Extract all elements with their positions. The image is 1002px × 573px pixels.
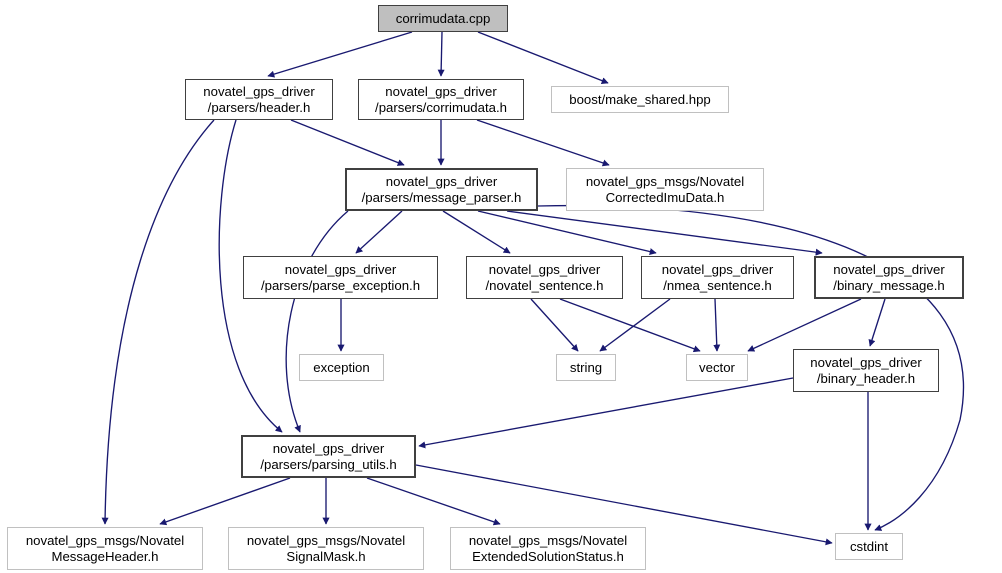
node-vector[interactable]: vector xyxy=(686,354,748,381)
node-label-line2: SignalMask.h xyxy=(286,548,366,564)
node-label-line1: novatel_gps_msgs/Novatel xyxy=(468,533,628,549)
node-label-line1: novatel_gps_driver xyxy=(488,262,601,278)
edge-corrimudata_cpp-to-make_shared_hpp xyxy=(477,31,609,84)
node-label-line1: novatel_gps_driver xyxy=(661,262,774,278)
node-nmea_sentence_h[interactable]: novatel_gps_driver/nmea_sentence.h xyxy=(641,256,794,299)
node-string[interactable]: string xyxy=(556,354,616,381)
node-label-line1: novatel_gps_driver xyxy=(284,262,397,278)
node-label-line2: /nmea_sentence.h xyxy=(663,277,772,293)
edge-corrimudata_h-to-corrected_imu_data_h xyxy=(476,119,610,167)
node-label-line2: /binary_header.h xyxy=(816,370,916,386)
edge-message_parser_h-to-novatel_sentence_h xyxy=(442,210,511,254)
node-label-line2: MessageHeader.h xyxy=(51,548,159,564)
node-label-line2: /parsers/header.h xyxy=(207,99,311,115)
node-label-line1: cstdint xyxy=(849,538,889,554)
node-label-line1: novatel_gps_driver xyxy=(385,174,498,190)
edge-corrimudata_cpp-to-header_h xyxy=(267,31,413,78)
edge-binary_message_h-to-vector xyxy=(747,298,862,352)
node-label-line1: novatel_gps_driver xyxy=(385,84,497,100)
edge-message_parser_h-to-parse_exception_h xyxy=(355,210,403,254)
node-label-line2: /parsers/parse_exception.h xyxy=(260,277,421,293)
node-label-line1: novatel_gps_driver xyxy=(833,262,945,278)
edge-message_parser_h-to-nmea_sentence_h xyxy=(477,210,657,255)
node-novatel_sentence_h[interactable]: novatel_gps_driver/novatel_sentence.h xyxy=(466,256,623,299)
node-label-line1: corrimudata.cpp xyxy=(395,10,491,26)
edge-binary_header_h-to-parsing_utils_h xyxy=(418,377,794,449)
node-label-line2: CorrectedImuData.h xyxy=(605,189,725,205)
edge-message_parser_h-to-parsing_utils_h xyxy=(285,210,349,433)
node-exception[interactable]: exception xyxy=(299,354,384,381)
node-cstdint[interactable]: cstdint xyxy=(835,533,903,560)
node-parse_exception_h[interactable]: novatel_gps_driver/parsers/parse_excepti… xyxy=(243,256,438,299)
node-label-line2: ExtendedSolutionStatus.h xyxy=(472,548,624,564)
node-binary_header_h[interactable]: novatel_gps_driver/binary_header.h xyxy=(793,349,939,392)
edge-nmea_sentence_h-to-vector xyxy=(713,298,721,352)
node-label-line2: /parsers/parsing_utils.h xyxy=(260,456,397,472)
edge-parsing_utils_h-to-message_header_h xyxy=(159,477,291,526)
edge-message_parser_h-to-binary_message_h xyxy=(506,210,823,256)
node-message_parser_h[interactable]: novatel_gps_driver/parsers/message_parse… xyxy=(345,168,538,211)
node-label-line1: novatel_gps_driver xyxy=(272,441,385,457)
node-make_shared_hpp[interactable]: boost/make_shared.hpp xyxy=(551,86,729,113)
edge-header_h-to-message_parser_h xyxy=(290,119,405,166)
node-label-line1: novatel_gps_msgs/Novatel xyxy=(585,174,745,190)
node-label-line1: novatel_gps_msgs/Novatel xyxy=(246,533,406,549)
node-label-line1: novatel_gps_driver xyxy=(203,84,315,100)
node-corrimudata_h[interactable]: novatel_gps_driver/parsers/corrimudata.h xyxy=(358,79,524,120)
node-label-line1: exception xyxy=(313,359,370,375)
edge-novatel_sentence_h-to-vector xyxy=(559,298,701,353)
node-label-line2: /parsers/message_parser.h xyxy=(361,189,522,205)
node-label-line2: /parsers/corrimudata.h xyxy=(375,99,507,115)
edge-binary_message_h-to-binary_header_h xyxy=(868,298,886,347)
edge-header_h-to-message_header_h xyxy=(101,119,215,525)
edge-corrimudata_cpp-to-corrimudata_h xyxy=(437,31,445,77)
node-corrimudata_cpp[interactable]: corrimudata.cpp xyxy=(378,5,508,32)
node-header_h[interactable]: novatel_gps_driver/parsers/header.h xyxy=(185,79,333,120)
node-label-line1: vector xyxy=(699,359,735,375)
edge-novatel_sentence_h-to-string xyxy=(530,298,579,352)
node-label-line1: novatel_gps_msgs/Novatel xyxy=(25,533,185,549)
node-binary_message_h[interactable]: novatel_gps_driver/binary_message.h xyxy=(814,256,964,299)
node-label-line1: string xyxy=(569,359,603,375)
node-label-line1: novatel_gps_driver xyxy=(810,355,922,371)
edge-nmea_sentence_h-to-string xyxy=(599,298,671,352)
node-label-line2: /binary_message.h xyxy=(833,277,945,293)
node-parsing_utils_h[interactable]: novatel_gps_driver/parsers/parsing_utils… xyxy=(241,435,416,478)
node-label-line2: /novatel_sentence.h xyxy=(485,277,604,293)
node-label-line1: boost/make_shared.hpp xyxy=(569,91,711,107)
edge-parsing_utils_h-to-ext_solution_status_h xyxy=(366,477,501,526)
